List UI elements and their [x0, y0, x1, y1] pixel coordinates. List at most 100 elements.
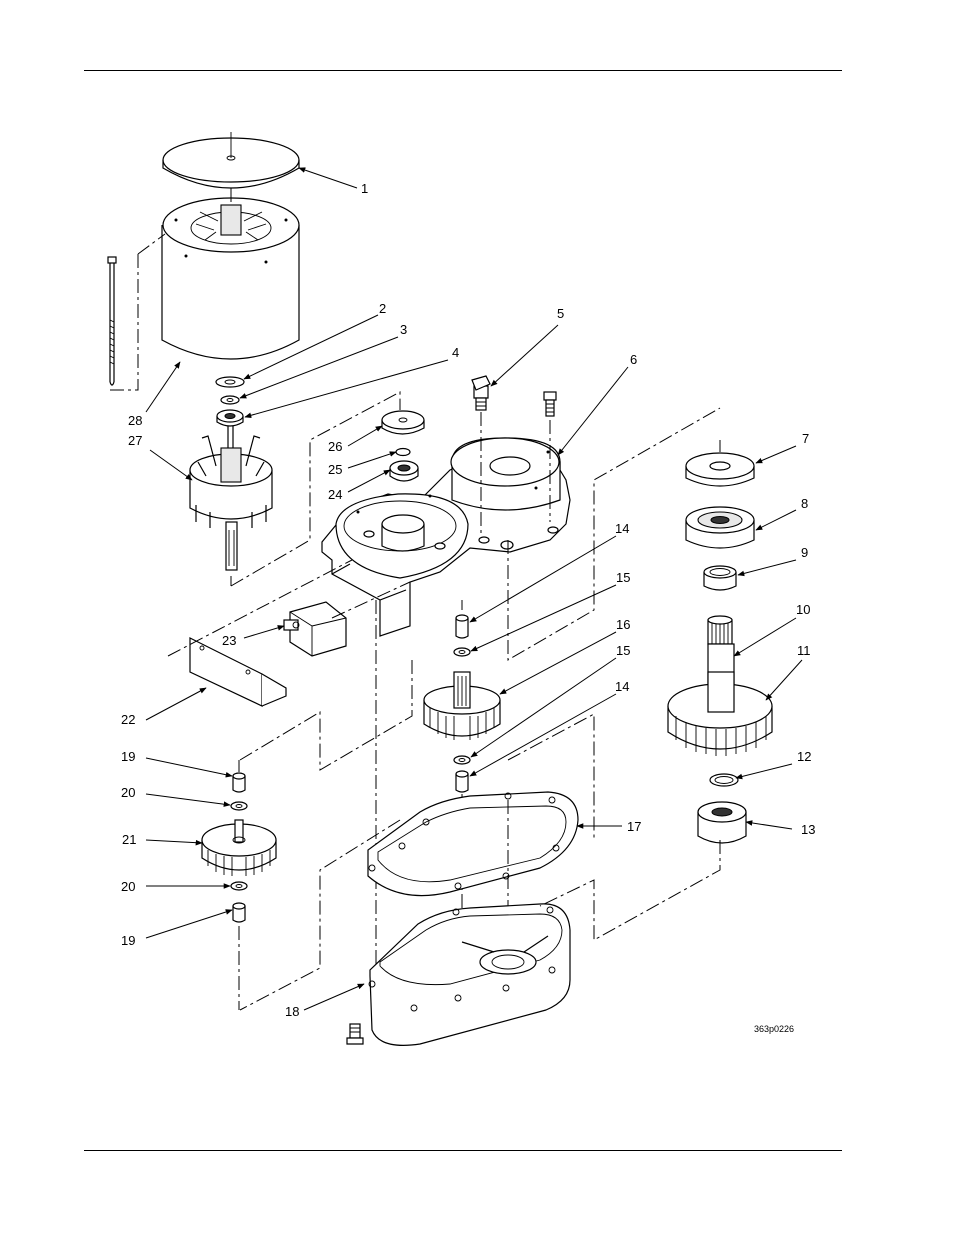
callout-20b: 20 — [121, 879, 135, 894]
leader-14a — [469, 535, 617, 623]
leader-3 — [239, 336, 399, 399]
bearing-4 — [216, 409, 244, 427]
washer-20-upper — [230, 801, 248, 811]
spacer-19-upper — [232, 772, 246, 793]
leader-10 — [733, 617, 797, 657]
idler-gear — [201, 819, 277, 876]
top-rule — [84, 70, 842, 71]
seal-26 — [381, 410, 425, 435]
gasket — [367, 791, 579, 897]
callout-21: 21 — [122, 832, 136, 847]
callout-28: 28 — [128, 413, 142, 428]
leader-25 — [347, 451, 397, 469]
callout-3: 3 — [400, 322, 407, 337]
washer-20-lower — [230, 881, 248, 891]
breather-plug — [471, 375, 491, 411]
bolt-6 — [543, 391, 557, 417]
drawing-code: 363p0226 — [754, 1024, 794, 1034]
washer-15-lower — [453, 755, 471, 765]
callout-16: 16 — [616, 617, 630, 632]
leader-9 — [737, 559, 797, 577]
spacer-19-lower — [232, 902, 246, 923]
callout-19a: 19 — [121, 749, 135, 764]
spacer-14-upper — [455, 614, 469, 639]
leader-20a — [145, 793, 231, 807]
motor-housing — [161, 197, 300, 360]
lower-housing — [368, 903, 571, 1046]
callout-1: 1 — [361, 181, 368, 196]
leader-6 — [557, 366, 629, 456]
callout-6: 6 — [630, 352, 637, 367]
output-gear — [667, 671, 773, 756]
leader-21 — [145, 839, 203, 846]
callout-5: 5 — [557, 306, 564, 321]
leader-27 — [149, 449, 193, 481]
washer-2 — [215, 376, 245, 388]
leader-28 — [145, 361, 181, 413]
armature — [189, 426, 273, 571]
leader-5 — [490, 324, 559, 387]
motor-cover — [162, 132, 300, 189]
callout-24: 24 — [328, 487, 342, 502]
callout-2: 2 — [379, 301, 386, 316]
leader-11 — [765, 659, 803, 701]
leader-8 — [755, 509, 797, 531]
callout-23: 23 — [222, 633, 236, 648]
leader-23 — [243, 625, 285, 639]
ring-25 — [395, 447, 411, 457]
callout-12: 12 — [797, 749, 811, 764]
bearing-24 — [389, 460, 419, 482]
pinion-gear — [423, 671, 501, 740]
callout-27: 27 — [128, 433, 142, 448]
callout-19b: 19 — [121, 933, 135, 948]
mounting-bracket — [189, 637, 287, 707]
spacer-14-lower — [455, 770, 469, 793]
callout-4: 4 — [452, 345, 459, 360]
washer-3 — [220, 395, 240, 405]
leader-7 — [755, 445, 797, 464]
callout-7: 7 — [802, 431, 809, 446]
leader-19a — [145, 757, 233, 778]
leader-22 — [145, 687, 207, 721]
leader-14b — [469, 693, 617, 777]
leader-15a — [470, 584, 617, 652]
washer-15-upper — [453, 647, 471, 657]
callout-18: 18 — [285, 1004, 299, 1019]
leader-15b — [470, 657, 617, 758]
leader-2 — [243, 314, 379, 380]
leader-18 — [303, 983, 365, 1011]
callout-20a: 20 — [121, 785, 135, 800]
callout-15a: 15 — [616, 570, 630, 585]
leader-16 — [499, 631, 617, 695]
leader-19b — [145, 909, 233, 939]
upper-housing — [321, 437, 571, 637]
seal-7 — [685, 452, 755, 487]
leader-26 — [347, 425, 383, 447]
bottom-rule — [84, 1150, 842, 1151]
callout-26: 26 — [328, 439, 342, 454]
callout-15b: 15 — [616, 643, 630, 658]
callout-22: 22 — [121, 712, 135, 727]
leader-24 — [347, 469, 391, 493]
retaining-ring-12 — [709, 773, 739, 787]
callout-10: 10 — [796, 602, 810, 617]
through-bolt — [107, 256, 117, 386]
spacer-9 — [703, 565, 737, 591]
leader-12 — [735, 763, 793, 780]
callout-8: 8 — [801, 496, 808, 511]
bolt-18 — [346, 1023, 364, 1045]
relay — [283, 601, 347, 657]
callout-25: 25 — [328, 462, 342, 477]
bearing-13 — [697, 801, 747, 844]
callout-11: 11 — [797, 643, 811, 658]
callout-13: 13 — [801, 822, 815, 837]
leader-13 — [745, 820, 793, 830]
leader-4 — [244, 359, 449, 418]
callout-14b: 14 — [615, 679, 629, 694]
callout-9: 9 — [801, 545, 808, 560]
leader-1 — [298, 167, 358, 189]
callout-14a: 14 — [615, 521, 629, 536]
bearing-8 — [685, 506, 755, 549]
callout-17: 17 — [627, 819, 641, 834]
